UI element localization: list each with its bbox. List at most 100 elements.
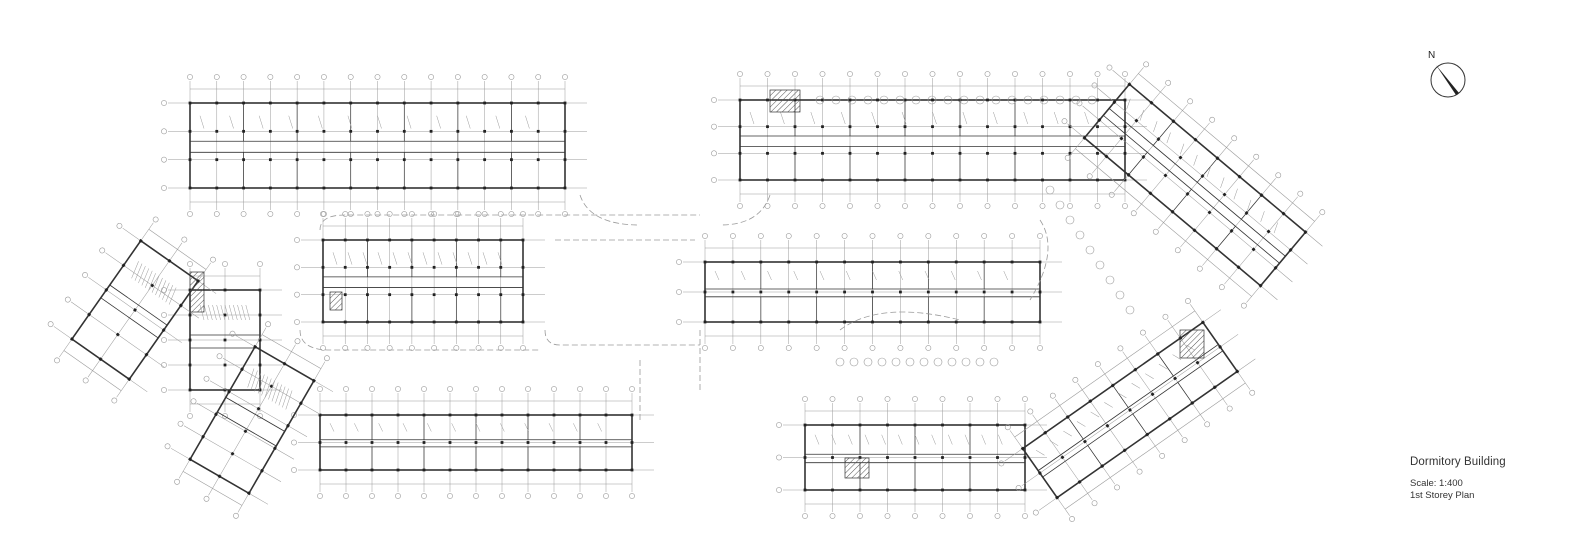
- column: [563, 186, 567, 190]
- bike-rack: [1104, 402, 1113, 408]
- grid-bubble: [294, 211, 301, 217]
- column: [815, 260, 819, 264]
- column: [1288, 248, 1293, 252]
- column: [759, 260, 763, 264]
- column: [223, 363, 227, 367]
- column: [1170, 209, 1175, 214]
- column: [843, 260, 846, 264]
- tree-symbol: [1065, 215, 1075, 225]
- column: [349, 186, 353, 190]
- bike-rack: [810, 111, 816, 125]
- column: [1010, 320, 1014, 324]
- column: [766, 151, 769, 155]
- grid-bubble: [508, 211, 515, 217]
- column: [376, 101, 379, 105]
- grid-bubble: [294, 291, 300, 298]
- grid-bubble: [847, 203, 853, 209]
- column: [448, 441, 452, 444]
- bike-rack: [275, 384, 282, 404]
- column: [968, 488, 972, 492]
- column: [738, 125, 742, 129]
- column: [322, 186, 326, 190]
- grid-bubble: [629, 386, 635, 392]
- grid-bubble: [874, 203, 881, 209]
- grid-bubble: [240, 211, 247, 217]
- column: [1123, 125, 1127, 129]
- bike-rack: [1273, 222, 1279, 234]
- column: [831, 423, 834, 427]
- stair-hatch: [769, 89, 801, 113]
- column: [1218, 344, 1223, 349]
- grid-bubble: [257, 261, 263, 267]
- grid-bubble: [1152, 228, 1159, 235]
- column: [1178, 155, 1183, 160]
- column: [931, 98, 934, 102]
- column: [376, 158, 379, 162]
- grid-bubble: [1187, 98, 1194, 105]
- column: [243, 429, 248, 434]
- grid-bubble: [364, 211, 371, 217]
- grid-bubble: [1037, 345, 1043, 351]
- column: [312, 378, 316, 383]
- tree-symbol: [1095, 260, 1105, 270]
- tree-symbol: [831, 95, 841, 105]
- column: [1041, 125, 1044, 129]
- column: [499, 265, 503, 269]
- column: [536, 186, 540, 190]
- column: [343, 320, 347, 324]
- column: [370, 413, 374, 417]
- grid-bubble: [897, 345, 904, 351]
- tree-symbol: [989, 357, 999, 367]
- tree-symbol: [1085, 245, 1095, 255]
- grid-bubble: [386, 211, 393, 217]
- bike-rack: [258, 115, 264, 129]
- column: [941, 488, 944, 492]
- grid-bubble: [535, 211, 542, 217]
- column: [1150, 392, 1155, 397]
- stair-hatch: [1179, 329, 1205, 359]
- building-wing: [164, 321, 334, 519]
- column: [1082, 439, 1087, 444]
- bike-rack: [212, 304, 217, 321]
- column: [876, 151, 879, 155]
- bike-rack: [1153, 121, 1158, 132]
- bike-rack: [749, 111, 755, 125]
- column: [1155, 351, 1160, 356]
- column: [454, 320, 458, 324]
- bike-rack: [924, 270, 930, 281]
- grid-bubble: [508, 74, 515, 80]
- corridor-wall: [109, 284, 168, 326]
- grid-bubble: [1174, 247, 1181, 254]
- column: [318, 413, 322, 417]
- grid-bubble: [1204, 421, 1211, 428]
- grid-bubble: [347, 74, 354, 80]
- grid-bubble: [213, 211, 220, 217]
- grid-bubble: [702, 345, 708, 351]
- grid-bubble: [343, 493, 349, 499]
- bike-rack: [948, 434, 953, 445]
- column: [223, 338, 227, 342]
- grid-bubble: [291, 412, 297, 418]
- bike-rack: [406, 115, 412, 129]
- column: [630, 468, 634, 472]
- column: [1126, 172, 1131, 177]
- column: [886, 423, 889, 427]
- grid-bubble: [984, 203, 991, 209]
- column: [986, 151, 989, 155]
- grid-bubble: [267, 74, 274, 80]
- tree-symbol: [943, 95, 953, 105]
- column: [738, 151, 742, 155]
- column: [521, 320, 525, 324]
- grid-bubble: [1012, 71, 1018, 77]
- tree-symbol: [1055, 200, 1065, 210]
- grid-bubble: [317, 386, 323, 392]
- grid-bubble: [481, 211, 488, 217]
- column: [410, 238, 414, 242]
- grid-bubble: [324, 355, 330, 362]
- column: [1105, 423, 1110, 428]
- column: [630, 413, 634, 417]
- column: [793, 151, 797, 155]
- site-road: [719, 194, 771, 226]
- bike-rack: [932, 111, 937, 125]
- grid-bubble: [1049, 392, 1056, 399]
